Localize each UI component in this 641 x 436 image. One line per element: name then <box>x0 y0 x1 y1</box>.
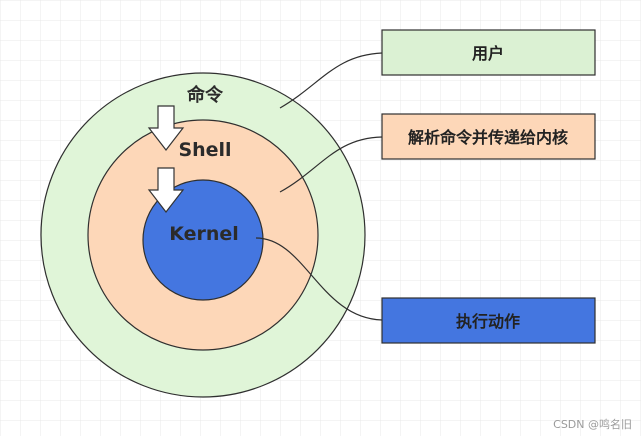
shell-label: Shell <box>178 139 231 161</box>
shell-desc-box <box>381 113 596 160</box>
kernel-connector-line <box>255 237 383 321</box>
user-box <box>381 29 596 76</box>
command-label: 命令 <box>187 84 224 106</box>
shell-desc-box-label: 解析命令并传递给内核 <box>408 128 568 147</box>
kernel-desc-box-label: 执行动作 <box>456 312 520 331</box>
kernel-desc-box <box>381 297 596 344</box>
inner-layer-circle <box>142 179 264 301</box>
user-connector-line <box>279 52 383 109</box>
watermark-text: CSDN @鸣名旧 <box>553 417 632 431</box>
shell-connector-line <box>279 136 383 193</box>
down-arrow-icon <box>147 105 185 151</box>
down-arrow-icon <box>147 167 185 213</box>
kernel-label: Kernel <box>169 223 239 245</box>
user-box-label: 用户 <box>472 44 504 63</box>
